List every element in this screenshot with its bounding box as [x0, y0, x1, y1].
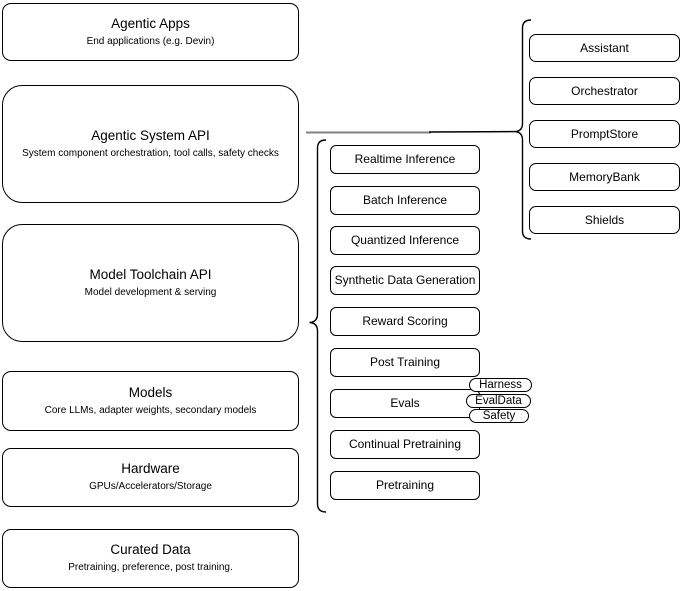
- node-label: Assistant: [580, 40, 629, 55]
- node-subtitle: Core LLMs, adapter weights, secondary mo…: [44, 404, 257, 416]
- tag-label: Safety: [482, 409, 516, 422]
- node-subtitle: Model development & serving: [84, 286, 217, 298]
- node-title: Models: [128, 384, 173, 400]
- tag-label: EvalData: [475, 394, 522, 407]
- node-curated-data: Curated Data Pretraining, preference, po…: [2, 529, 299, 588]
- node-hardware: Hardware GPUs/Accelerators/Storage: [2, 448, 299, 507]
- node-reward-scoring: Reward Scoring: [330, 307, 480, 336]
- node-synthetic-data-generation: Synthetic Data Generation: [330, 266, 480, 295]
- node-label: Post Training: [369, 355, 441, 369]
- node-batch-inference: Batch Inference: [330, 186, 480, 215]
- toolchain-group-brace: [309, 139, 327, 513]
- node-realtime-inference: Realtime Inference: [330, 145, 480, 174]
- node-orchestrator: Orchestrator: [529, 77, 680, 105]
- node-label: MemoryBank: [569, 169, 640, 184]
- node-subtitle: Pretraining, preference, post training.: [68, 562, 233, 574]
- node-label: Reward Scoring: [362, 314, 448, 328]
- node-subtitle: End applications (e.g. Devin): [86, 35, 215, 47]
- node-evals: Evals: [330, 389, 480, 418]
- node-subtitle: System component orchestration, tool cal…: [22, 147, 279, 159]
- node-label: Orchestrator: [571, 83, 638, 98]
- node-models: Models Core LLMs, adapter weights, secon…: [2, 371, 299, 431]
- node-memorybank: MemoryBank: [529, 163, 680, 191]
- node-label: Evals: [390, 396, 420, 410]
- node-assistant: Assistant: [529, 34, 680, 62]
- node-title: Curated Data: [110, 542, 191, 558]
- node-pretraining: Pretraining: [330, 471, 480, 500]
- node-quantized-inference: Quantized Inference: [330, 226, 480, 255]
- node-agentic-apps: Agentic Apps End applications (e.g. Devi…: [2, 3, 299, 61]
- node-continual-pretraining: Continual Pretraining: [330, 430, 480, 459]
- node-promptstore: PromptStore: [529, 120, 680, 148]
- node-title: Model Toolchain API: [89, 266, 212, 282]
- node-post-training: Post Training: [330, 348, 480, 377]
- tag-evaldata: EvalData: [466, 394, 531, 408]
- node-label: Pretraining: [375, 478, 435, 492]
- node-label: Synthetic Data Generation: [334, 273, 476, 287]
- node-label: Realtime Inference: [354, 152, 456, 166]
- node-label: Shields: [584, 212, 625, 227]
- node-label: Batch Inference: [362, 193, 448, 207]
- node-agentic-system-api: Agentic System API System component orch…: [2, 85, 299, 203]
- node-label: Quantized Inference: [350, 233, 460, 247]
- node-shields: Shields: [529, 206, 680, 234]
- node-title: Agentic System API: [91, 127, 210, 143]
- node-title: Agentic Apps: [111, 15, 190, 31]
- node-label: Continual Pretraining: [348, 437, 462, 451]
- tag-harness: Harness: [469, 378, 532, 392]
- node-title: Hardware: [121, 461, 180, 477]
- node-label: PromptStore: [570, 126, 639, 141]
- tag-safety: Safety: [469, 409, 529, 423]
- node-subtitle: GPUs/Accelerators/Storage: [89, 481, 212, 493]
- node-model-toolchain-api: Model Toolchain API Model development & …: [2, 224, 299, 342]
- tag-label: Harness: [479, 378, 522, 391]
